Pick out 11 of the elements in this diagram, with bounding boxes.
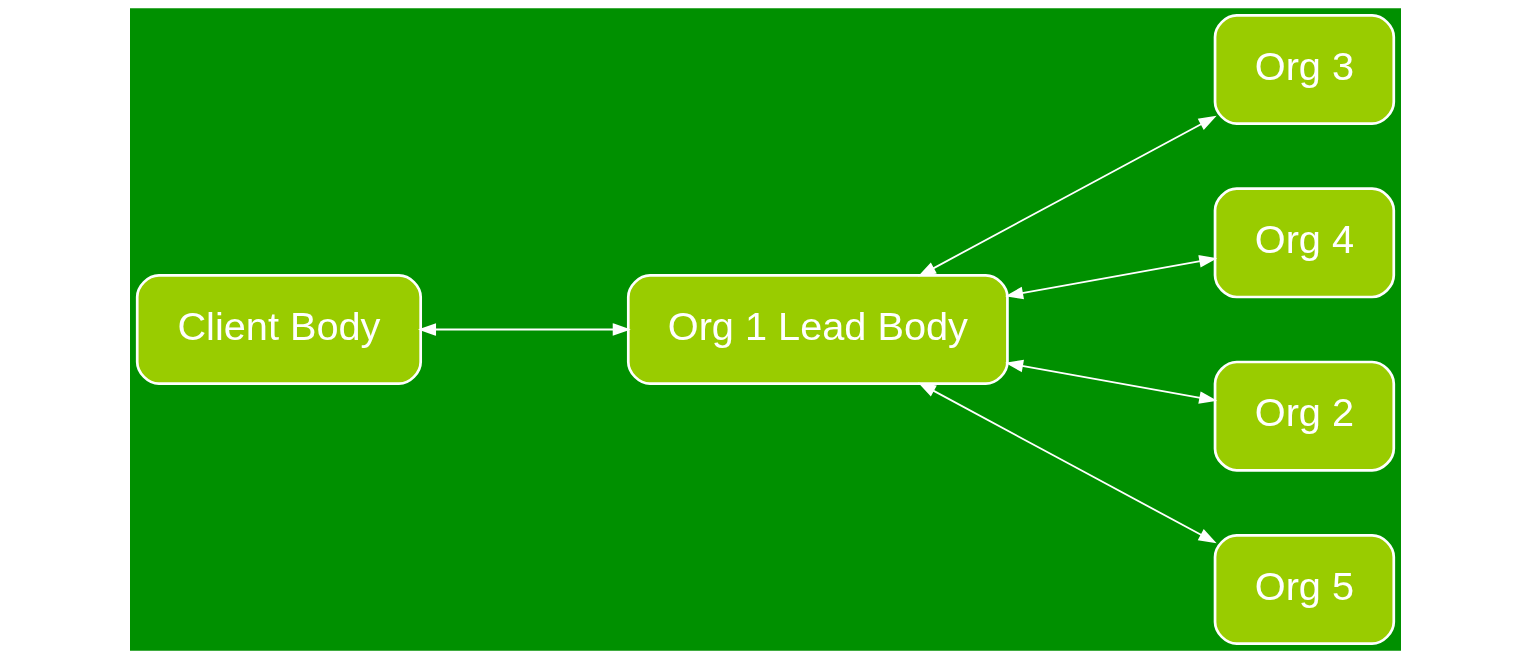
arrow xyxy=(917,115,1217,277)
arrow xyxy=(417,323,631,336)
node-box: Org 4 xyxy=(1213,187,1395,299)
node-box: Org 5 xyxy=(1213,533,1395,645)
arrow xyxy=(1004,255,1217,300)
node-box: Org 3 xyxy=(1213,14,1395,126)
node-box: Org 1 Lead Body xyxy=(626,274,1009,385)
node-box: Org 2 xyxy=(1213,360,1395,472)
node-box: Client Body xyxy=(135,274,422,385)
arrow xyxy=(917,382,1217,544)
arrow xyxy=(1004,359,1217,404)
